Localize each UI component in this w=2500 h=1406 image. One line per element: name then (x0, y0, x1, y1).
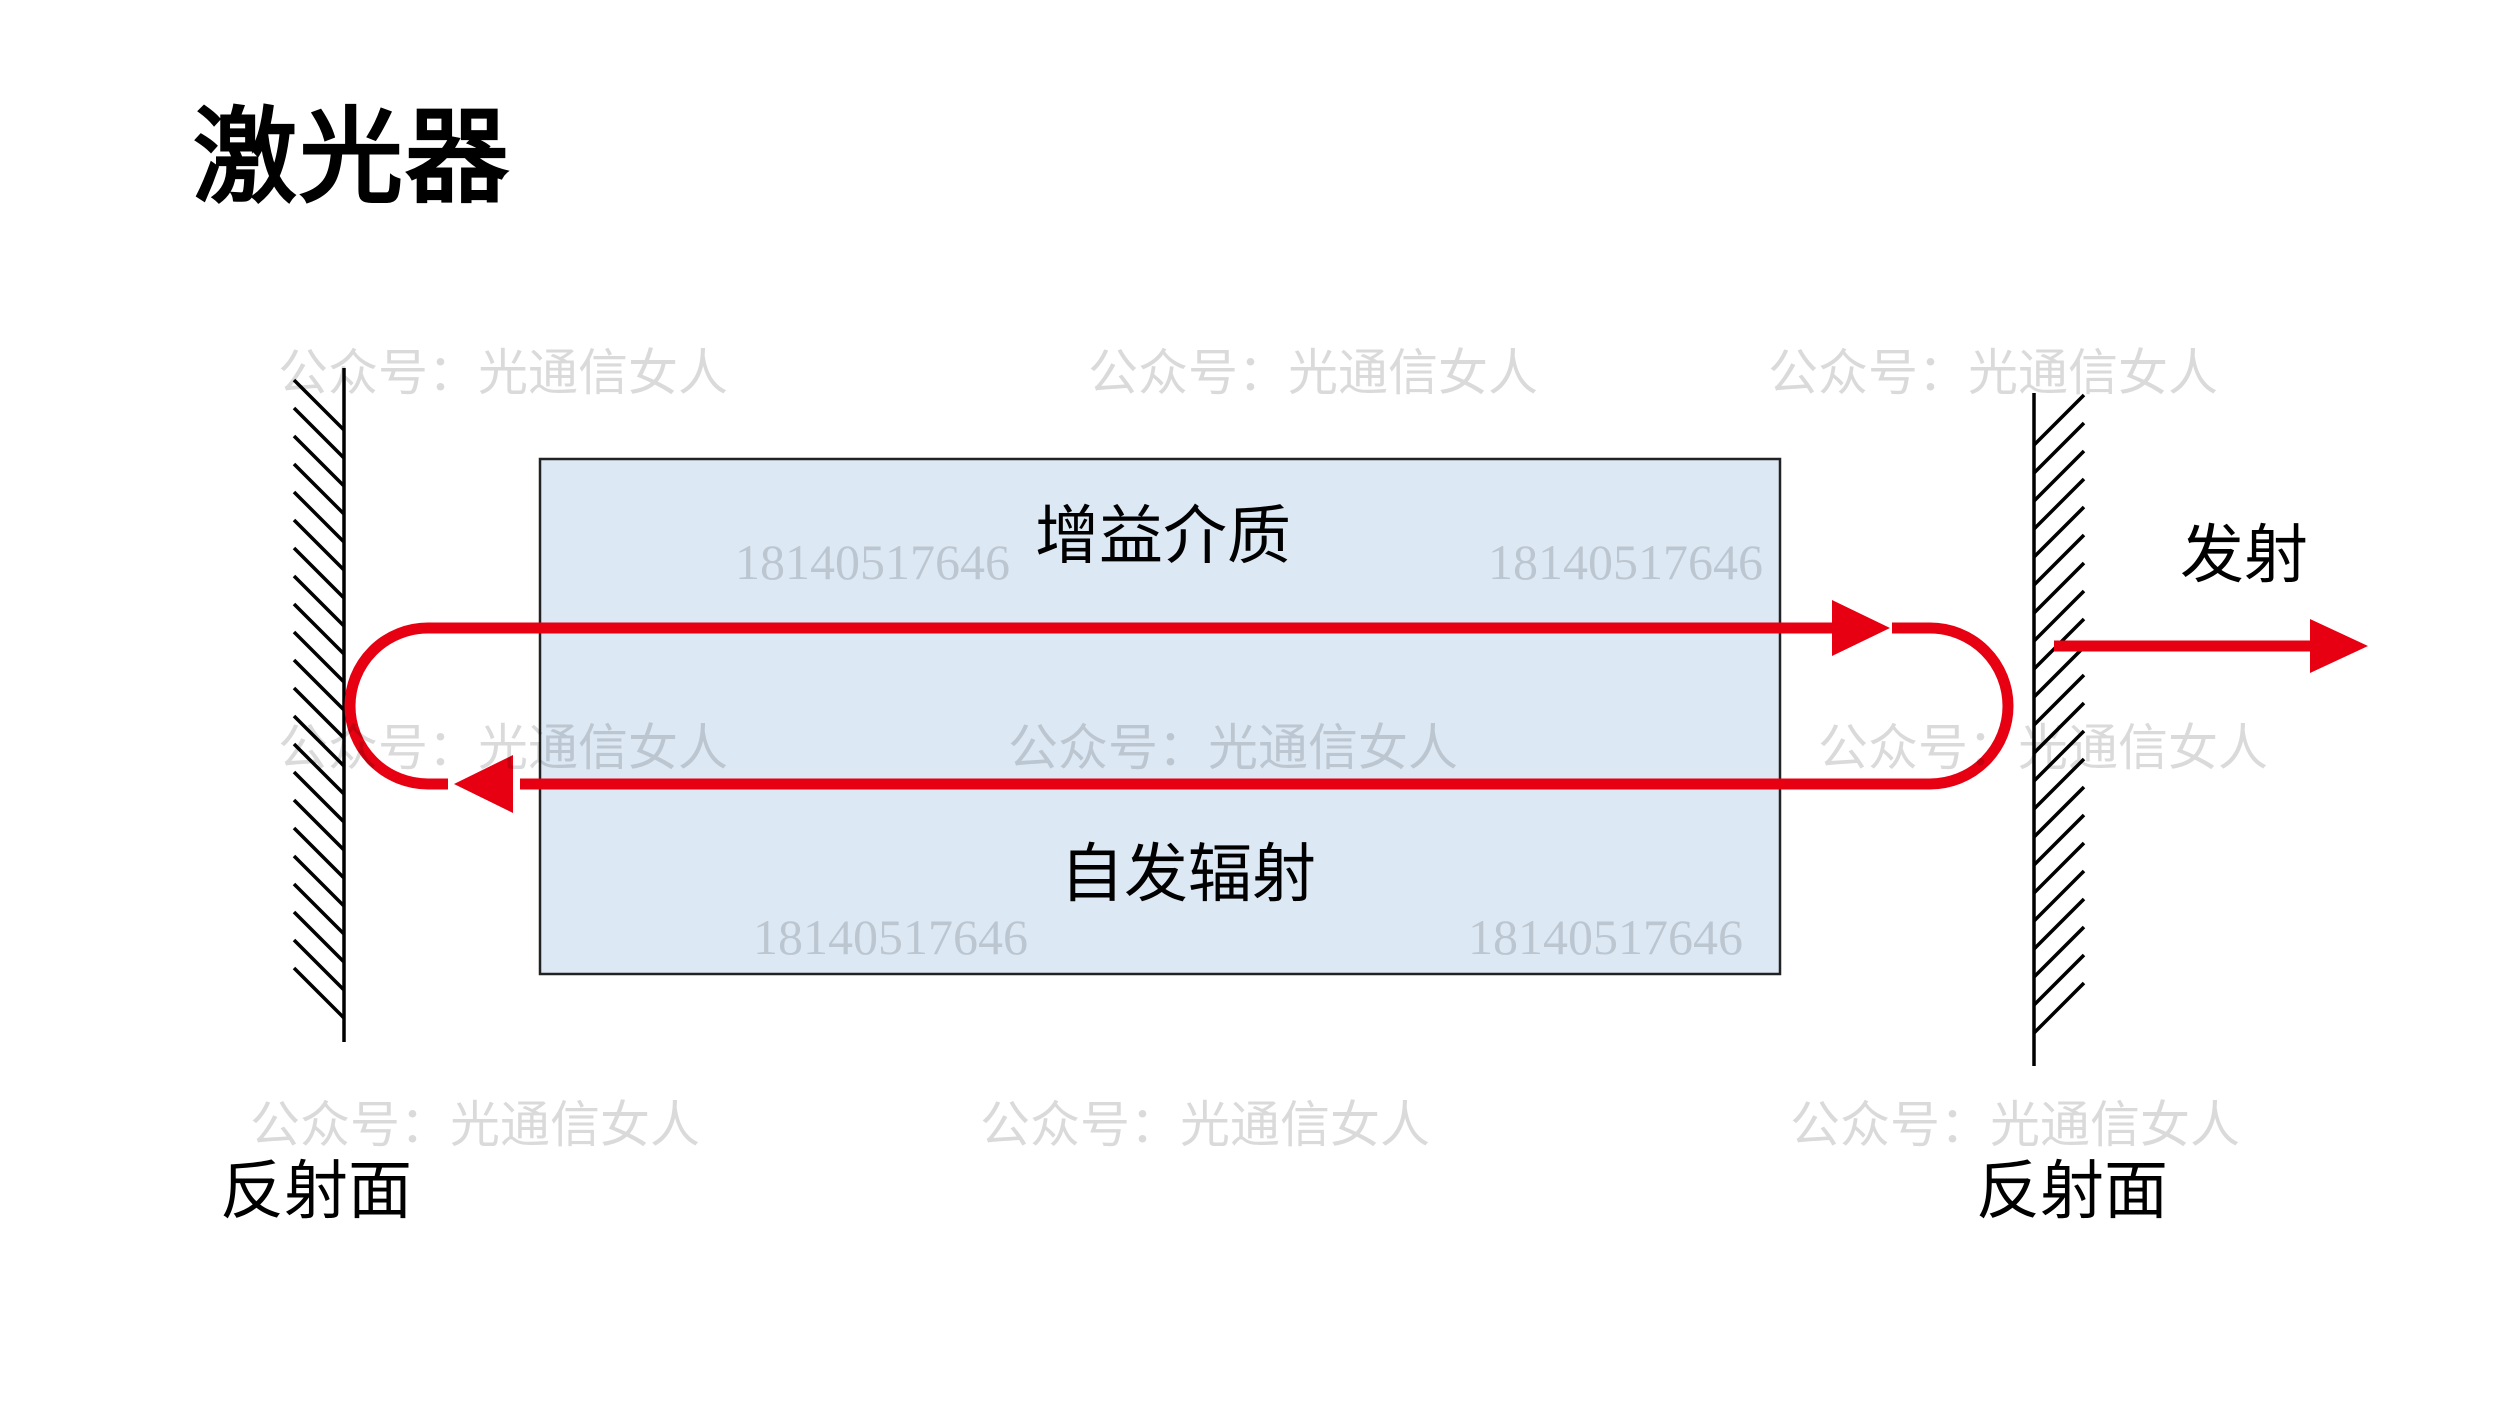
gain-medium-label: 增益介质 (1035, 500, 1291, 574)
watermark-account: 公众号：光通信女人 (980, 1096, 1430, 1154)
emission-label: 发射 (2180, 519, 2308, 593)
right-mirror-label: 反射面 (1976, 1155, 2168, 1229)
watermark-account: 公众号：光通信女人 (1818, 719, 2268, 777)
gain-medium-box (538, 457, 1782, 976)
backward-arrowhead (454, 755, 513, 813)
watermark-number: 18140517646 (753, 909, 1028, 965)
watermark-number: 18140517646 (1468, 909, 1743, 965)
right-mirror-hatching (2032, 393, 2086, 1035)
spontaneous-emission-label: 自发辐射 (1060, 838, 1316, 912)
left-loop (344, 622, 448, 790)
output-arrowhead (2310, 619, 2368, 673)
forward-arrowhead (1832, 600, 1890, 656)
watermark-account: 公众号：光通信女人 (1088, 344, 1538, 402)
watermark-account: 公众号：光通信女人 (278, 719, 728, 777)
watermark-account: 公众号：光通信女人 (278, 344, 728, 402)
page-title: 激光器 (193, 96, 512, 218)
watermark-account: 公众号：光通信女人 (1768, 344, 2218, 402)
watermark-account: 公众号：光通信女人 (1790, 1096, 2240, 1154)
right-mirror (2032, 393, 2086, 1066)
right-loop (1892, 622, 2014, 790)
watermark-number: 18140517646 (735, 534, 1010, 590)
watermark-account: 公众号：光通信女人 (250, 1096, 700, 1154)
watermark-number: 18140517646 (1488, 534, 1763, 590)
beam-path (344, 622, 2320, 790)
left-mirror-label: 反射面 (220, 1155, 412, 1229)
left-mirror (292, 368, 346, 1042)
left-mirror-hatching (292, 378, 346, 1020)
watermark-account: 公众号：光通信女人 (1008, 719, 1458, 777)
